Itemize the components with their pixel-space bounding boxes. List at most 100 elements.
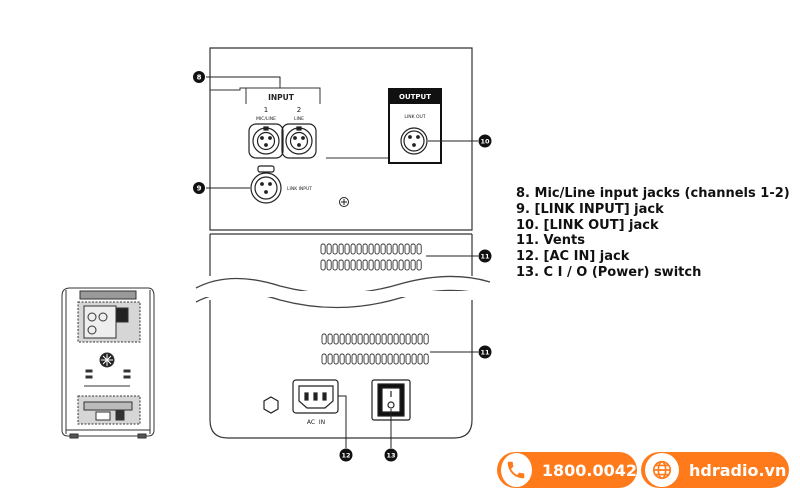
vent-slot	[368, 243, 374, 255]
vent-slot	[350, 243, 356, 255]
vent-slot	[398, 243, 404, 255]
vent-slot	[357, 333, 363, 345]
callout-badges: 8 9 10 11 11 12 13	[193, 71, 492, 462]
callout-9-label: 9	[197, 185, 202, 193]
vent-slot	[332, 259, 338, 271]
vent-slot	[356, 243, 362, 255]
legend: 8. Mic/Line input jacks (channels 1-2) 9…	[516, 186, 790, 281]
output-label: OUTPUT	[399, 93, 431, 101]
vent-slot	[363, 333, 369, 345]
callout-8	[193, 71, 205, 83]
mic-line-jack-1	[248, 123, 284, 159]
vent-slot	[327, 353, 333, 365]
vent-slot	[332, 243, 338, 255]
vent-slot	[386, 259, 392, 271]
ch2-number: 2	[297, 106, 301, 114]
vent-slot	[404, 243, 410, 255]
vent-slot	[417, 333, 423, 345]
vent-slot	[339, 353, 345, 365]
legend-item-12: 12. [AC IN] jack	[516, 249, 630, 265]
line-jack-2	[281, 123, 317, 159]
vent-slot	[381, 353, 387, 365]
callout-13-label: 13	[386, 452, 395, 460]
legend-item-13: 13. C I / O (Power) switch	[516, 264, 702, 280]
ac-in-label: AC IN	[307, 419, 325, 426]
link-out-label: LINK OUT	[404, 114, 425, 120]
callout-8-label: 8	[197, 74, 202, 82]
break-gap	[196, 291, 490, 297]
website-url: hdradio.vn	[689, 460, 787, 480]
vent-slot	[362, 243, 368, 255]
vent-slot	[405, 353, 411, 365]
vent-slot	[321, 333, 327, 345]
vent-slot	[393, 333, 399, 345]
callout-10	[478, 134, 492, 148]
ground-screw	[339, 197, 349, 207]
callout-11b-label: 11	[480, 349, 490, 357]
vent-slot	[350, 259, 356, 271]
vent-slot	[398, 259, 404, 271]
vent-slot	[362, 259, 368, 271]
callout-11b	[478, 345, 492, 359]
vent-slot	[357, 353, 363, 365]
link-input-label: LINK INPUT	[287, 186, 312, 192]
vent-slot	[375, 353, 381, 365]
website-badge[interactable]: hdradio.vn	[641, 452, 789, 488]
callout-13	[384, 448, 398, 462]
vents	[320, 243, 429, 365]
callout-9	[193, 182, 205, 194]
vent-slot	[392, 259, 398, 271]
vent-slot	[338, 259, 344, 271]
vent-slot	[392, 243, 398, 255]
vent-slot	[320, 259, 326, 271]
vent-slot	[344, 243, 350, 255]
vent-slot	[320, 243, 326, 255]
vent-slot	[416, 259, 422, 271]
vent-slot	[393, 353, 399, 365]
ch2-label: LINE	[294, 116, 304, 122]
vent-slot	[399, 333, 405, 345]
vent-slot	[327, 333, 333, 345]
legend-item-8: 8. Mic/Line input jacks (channels 1-2)	[516, 186, 790, 201]
vent-slot	[411, 353, 417, 365]
link-out-jack	[400, 127, 428, 155]
vent-slot	[333, 353, 339, 365]
vent-slot	[374, 259, 380, 271]
hex-screw	[263, 396, 279, 414]
vent-slot	[356, 259, 362, 271]
vent-slot	[363, 353, 369, 365]
vent-slot	[411, 333, 417, 345]
ch1-label: MIC/LINE	[256, 116, 276, 122]
vent-slot	[345, 353, 351, 365]
phone-badge[interactable]: 1800.0042	[497, 452, 637, 488]
vent-slot	[386, 243, 392, 255]
vent-slot	[321, 353, 327, 365]
speaker-thumbnail	[61, 287, 155, 439]
vent-slot	[369, 333, 375, 345]
vent-slot	[369, 353, 375, 365]
legend-item-10: 10. [LINK OUT] jack	[516, 217, 659, 233]
vent-slot	[417, 353, 423, 365]
ac-in-jack	[292, 379, 339, 414]
vent-slot	[368, 259, 374, 271]
vent-slot	[410, 243, 416, 255]
phone-number: 1800.0042	[541, 460, 637, 480]
vent-slot	[333, 333, 339, 345]
input-label: INPUT	[268, 93, 295, 102]
legend-item-11: 11. Vents	[516, 233, 585, 249]
vent-slot	[423, 353, 429, 365]
vent-slot	[344, 259, 350, 271]
vent-slot	[374, 243, 380, 255]
vent-slot	[375, 333, 381, 345]
vent-slot	[326, 243, 332, 255]
callout-lines	[206, 76, 478, 448]
vent-slot	[338, 243, 344, 255]
callout-10-label: 10	[480, 138, 490, 146]
link-input-jack	[250, 165, 282, 204]
callout-12	[339, 448, 353, 462]
callout-11a	[478, 249, 492, 263]
vent-slot	[387, 353, 393, 365]
vent-slot	[416, 243, 422, 255]
vent-slot	[345, 333, 351, 345]
